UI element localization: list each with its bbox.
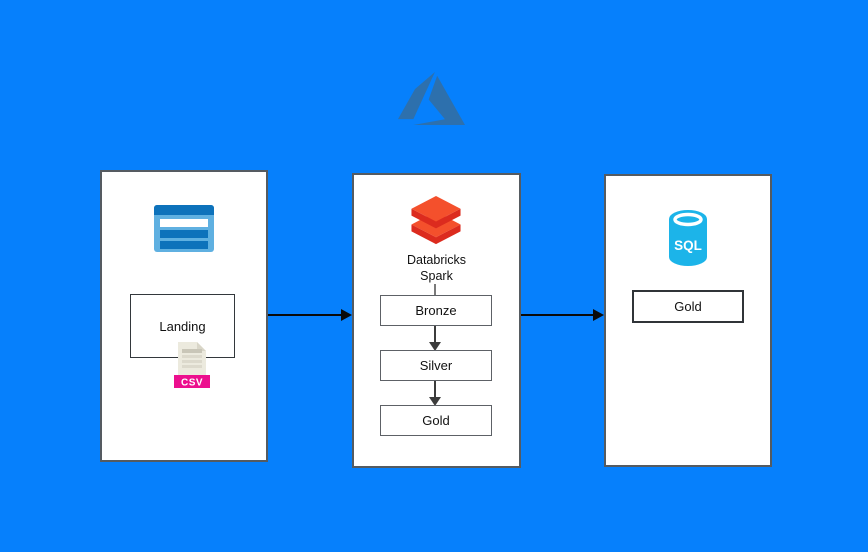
arrow-databricks-to-sql[interactable]: [521, 309, 604, 321]
arrowhead-down-icon: [429, 342, 441, 351]
gold-node[interactable]: Gold: [632, 290, 744, 323]
stage-node-silver[interactable]: Silver: [380, 350, 492, 381]
csv-badge-label: CSV: [181, 378, 203, 389]
stage-node-bronze[interactable]: Bronze: [380, 295, 492, 326]
azure-storage-icon[interactable]: [154, 205, 214, 252]
arrow-line: [434, 381, 436, 398]
databricks-icon[interactable]: [406, 195, 466, 248]
stage-node-gold[interactable]: Gold: [380, 405, 492, 436]
silver-label: Silver: [419, 358, 453, 373]
databricks-caption-line1: Databricks: [406, 253, 467, 267]
arrowhead-right-icon: [341, 309, 352, 321]
databricks-caption-line2: Spark: [420, 269, 453, 283]
gold-stage-label: Gold: [422, 413, 450, 428]
arrow-line: [434, 326, 436, 343]
gold-label: Gold: [674, 299, 702, 314]
sql-label: SQL: [674, 238, 702, 253]
landing-label: Landing: [159, 318, 206, 334]
arrow-silver-to-gold[interactable]: [429, 381, 441, 406]
arrowhead-right-icon: [593, 309, 604, 321]
bronze-label: Bronze: [415, 303, 457, 318]
arrow-line: [521, 314, 595, 316]
arrowhead-down-icon: [429, 397, 441, 406]
caption-to-bronze-connector: [434, 284, 436, 296]
sql-database-icon[interactable]: SQL: [669, 210, 707, 267]
arrow-line: [268, 314, 343, 316]
databricks-panel[interactable]: Databricks Spark Bronze Silver Gold: [352, 173, 521, 468]
arrow-source-to-databricks[interactable]: [268, 309, 352, 321]
arrow-bronze-to-silver[interactable]: [429, 326, 441, 351]
sql-panel[interactable]: SQL Gold: [604, 174, 772, 467]
csv-file-icon[interactable]: CSV: [174, 342, 210, 388]
azure-logo-icon: [398, 72, 465, 125]
source-panel[interactable]: Landing CSV: [100, 170, 268, 462]
databricks-caption: Databricks Spark: [354, 252, 519, 284]
